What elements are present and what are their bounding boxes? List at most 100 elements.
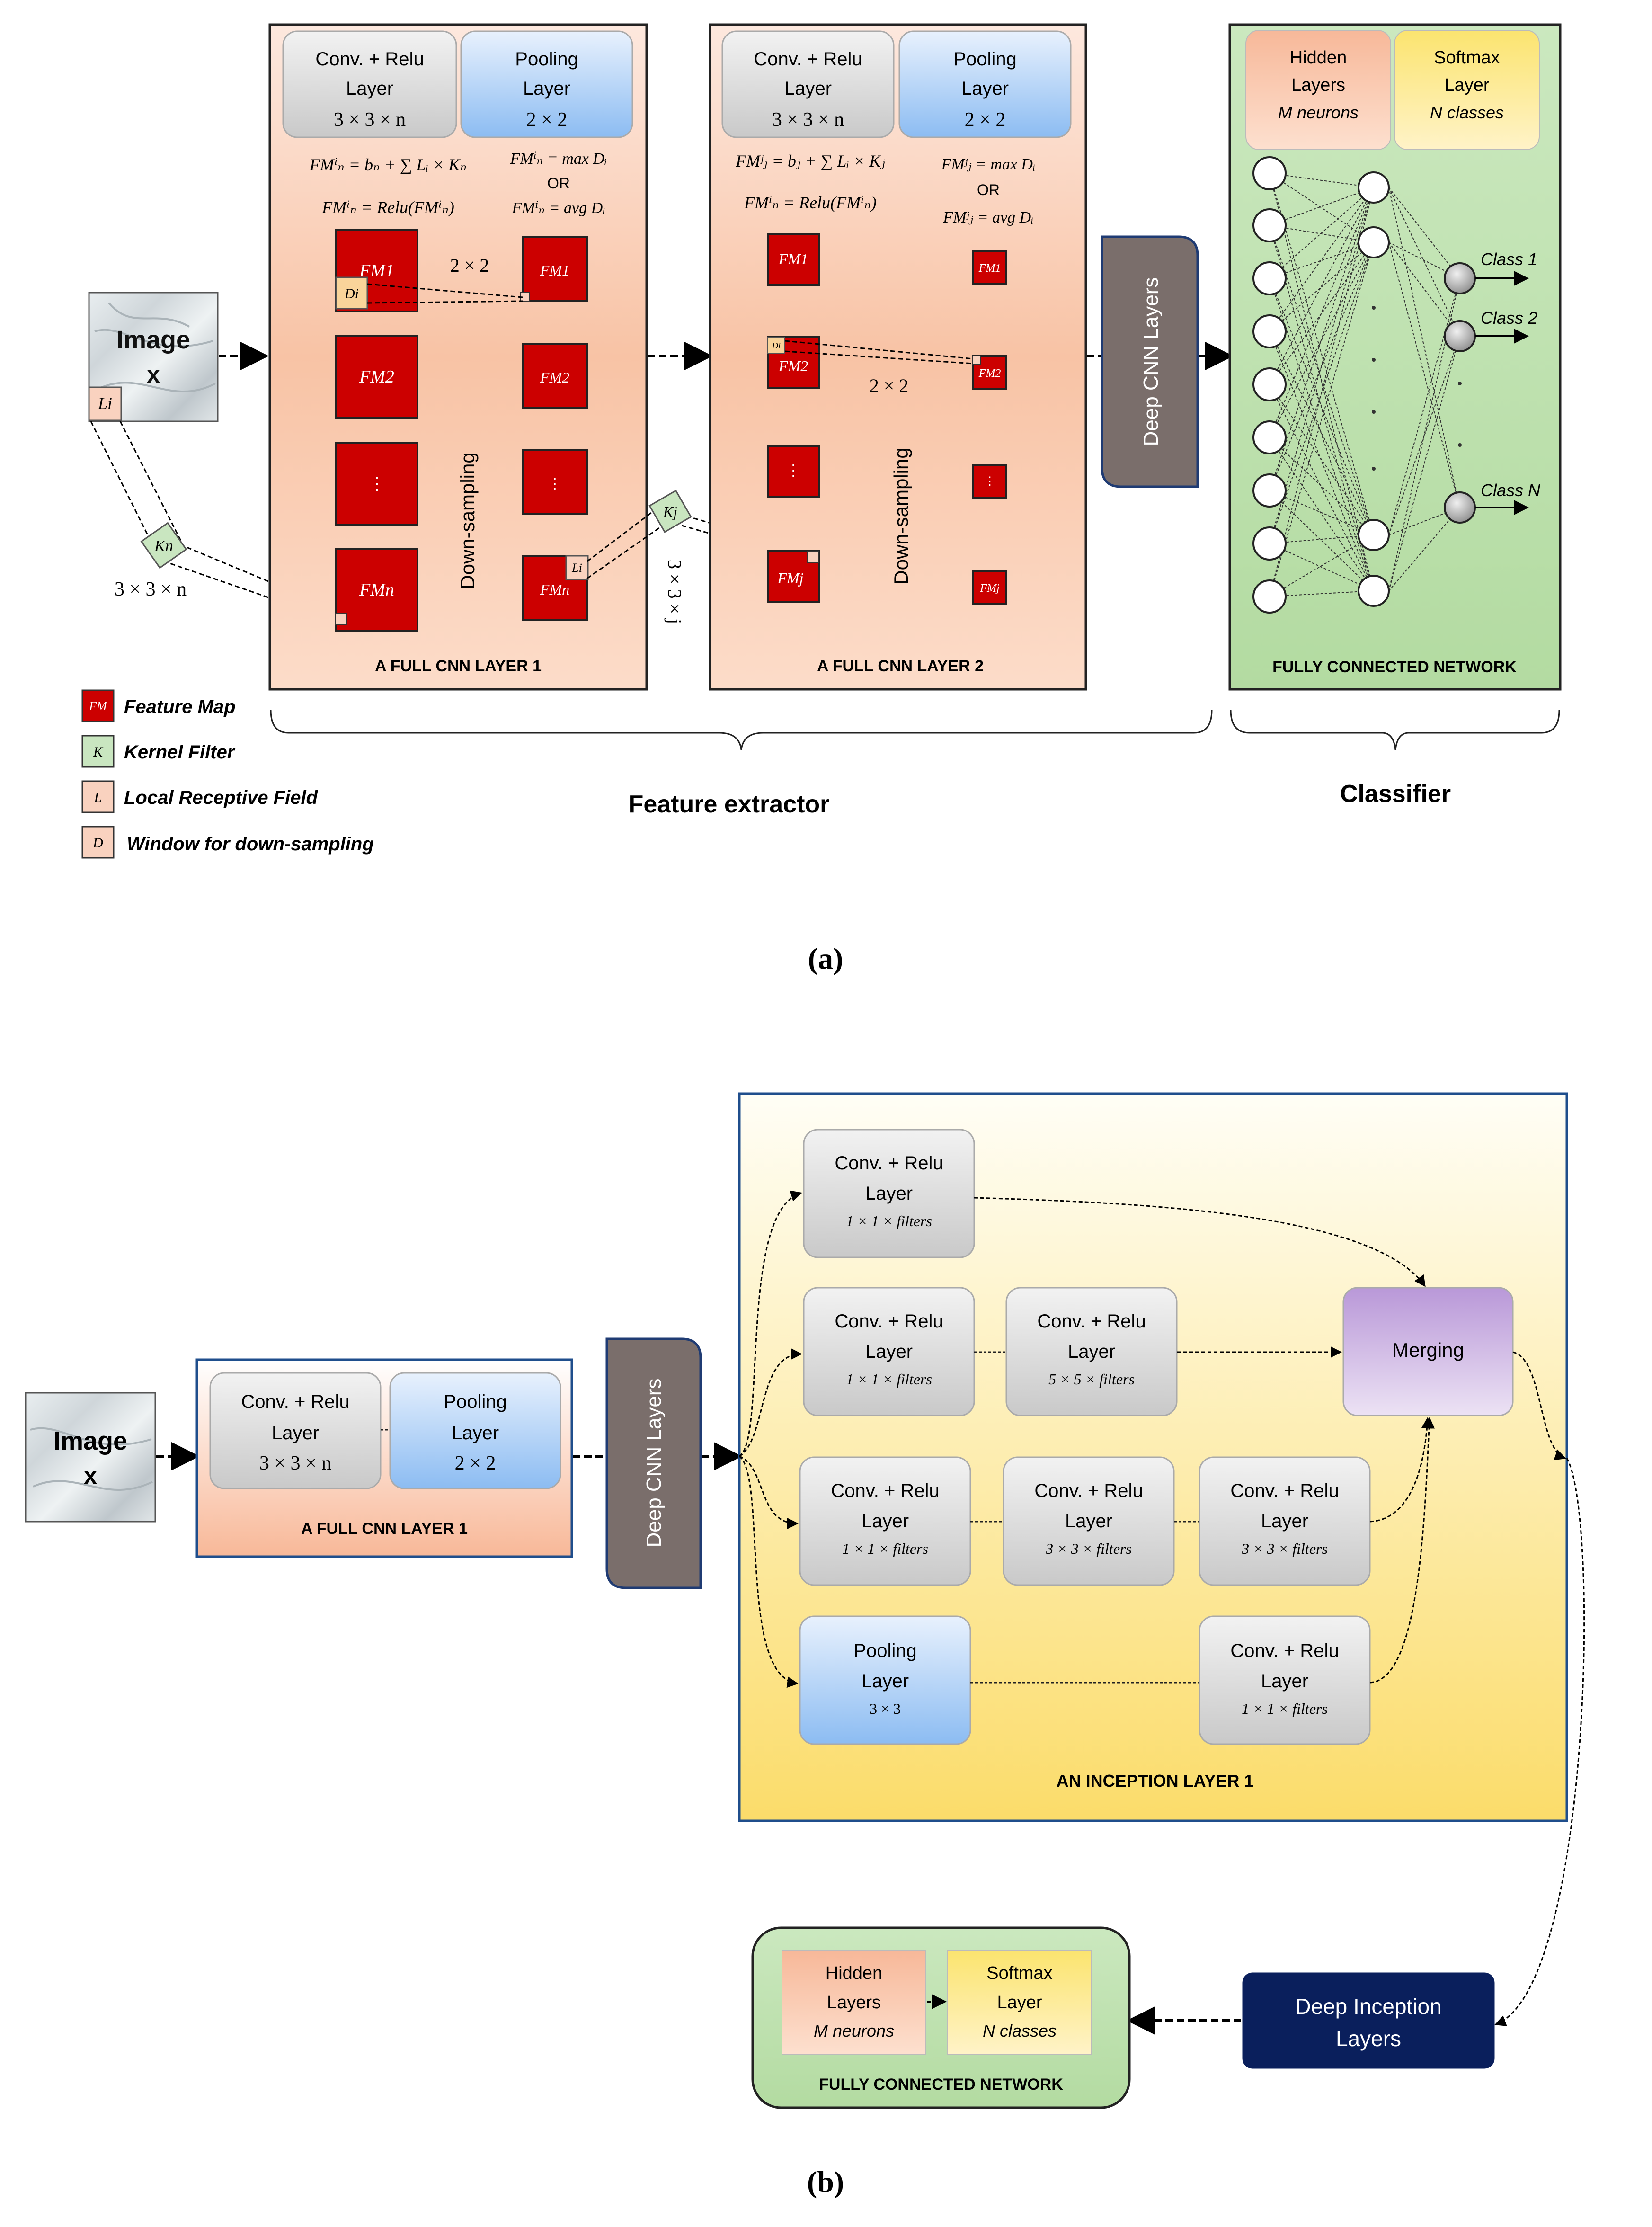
a-image-label-2: x xyxy=(147,361,160,388)
b-image-label-2: x xyxy=(84,1462,97,1489)
pooled-map xyxy=(522,236,588,302)
a-fc-hidden-box xyxy=(1245,30,1391,150)
b-inc-r1-conv-line1: Conv. + Relu xyxy=(835,1153,943,1174)
b-conv-size: 3 × 3 × n xyxy=(259,1452,331,1474)
b-image-label-1: Image xyxy=(53,1427,127,1455)
a-l2-pool-line2: Layer xyxy=(961,78,1009,99)
legend-swatch-d xyxy=(81,826,115,859)
a-l1-window-label: Di xyxy=(344,286,359,302)
legend-label: Window for down-sampling xyxy=(127,834,374,855)
feature-map-label: FM2 xyxy=(778,357,808,374)
pooled-map xyxy=(972,250,1007,285)
a-l1-window-di xyxy=(335,276,368,310)
a-l2-pool-line1: Pooling xyxy=(953,49,1016,70)
b-merging-box xyxy=(1342,1287,1514,1416)
feature-map-label: FMn xyxy=(359,580,394,600)
b-inc-r3-conv2-line2: Layer xyxy=(1065,1511,1112,1532)
a-l2-conv-line1: Conv. + Relu xyxy=(754,49,862,70)
b-conv-line2: Layer xyxy=(272,1423,319,1443)
a-fc-hidden-line1: Hidden xyxy=(1290,48,1347,68)
b-fc-softmax-line1: Softmax xyxy=(986,1963,1052,1983)
b-fc-softmax-box xyxy=(947,1950,1092,2055)
a-l2-conv-size: 3 × 3 × n xyxy=(772,109,844,131)
b-inc-r2-conv1-line2: Layer xyxy=(865,1341,913,1362)
b-inc-r3-conv3-line2: Layer xyxy=(1261,1511,1308,1532)
a-l1-eq-pool2: FMⁱₙ = avg Dᵢ xyxy=(511,199,605,217)
feature-map-label: FMj xyxy=(777,570,803,587)
legend-key: D xyxy=(92,835,103,851)
a-l2-eq-conv2: FMⁱₙ = Relu(FMⁱₙ) xyxy=(744,193,877,212)
a-fc-hidden-line3: M neurons xyxy=(1278,103,1359,122)
b-inc-r4-pool-line2: Layer xyxy=(862,1671,909,1692)
a-l2-downsampling: Down-sampling xyxy=(890,447,912,584)
a-l1-pool-line2: Layer xyxy=(523,78,570,99)
a-deep-cnn-box xyxy=(1101,235,1199,488)
pooled-map xyxy=(522,555,588,621)
feature-map xyxy=(335,335,418,419)
b-input-image: Image x xyxy=(25,1392,156,1523)
a-l2-title: A FULL CNN LAYER 2 xyxy=(817,657,984,675)
legend-swatch-k xyxy=(81,735,115,768)
a-l2-eq-pool1: FMʲⱼ = max Dᵢ xyxy=(941,156,1036,173)
b-conv-line1: Conv. + Relu xyxy=(241,1391,349,1412)
a-kernel-j-label: Kj xyxy=(663,503,677,520)
a-l1-conv-line1: Conv. + Relu xyxy=(315,49,424,70)
b-deep-inception-box xyxy=(1242,1972,1495,2069)
b-merging-label: Merging xyxy=(1392,1339,1464,1361)
b-pool-size: 2 × 2 xyxy=(455,1452,496,1474)
feature-map xyxy=(335,548,418,632)
b-cnn-title: A FULL CNN LAYER 1 xyxy=(301,1520,468,1538)
a-l2-feature-maps: FM1 FM2 Di ⋮ FMj xyxy=(767,233,820,603)
b-inc-r1-conv xyxy=(803,1129,975,1258)
feature-map-label: ⋮ xyxy=(786,462,801,479)
legend-label: Kernel Filter xyxy=(124,742,236,763)
b-inc-r2-conv2-line2: Layer xyxy=(1068,1341,1115,1362)
legend-key: K xyxy=(93,744,104,760)
pooled-map-label: ⋮ xyxy=(547,475,562,492)
b-inc-r2-conv1-size: 1 × 1 × filters xyxy=(846,1371,932,1388)
feature-map-label: FM1 xyxy=(778,250,808,267)
b-panel-label: (b) xyxy=(807,2165,844,2199)
b-deep-cnn-label: Deep CNN Layers xyxy=(642,1378,666,1547)
b-fc-title: FULLY CONNECTED NETWORK xyxy=(819,2076,1063,2093)
b-inc-r3-conv2-line1: Conv. + Relu xyxy=(1034,1480,1143,1501)
b-inception-branches xyxy=(739,1190,802,1688)
legend-key: FM xyxy=(89,699,107,713)
a-l1-eq-or: OR xyxy=(547,175,570,192)
pooled-map-label: FM2 xyxy=(978,367,1001,380)
pooled-map-label: FM1 xyxy=(540,262,569,279)
b-inc-r4-conv-line1: Conv. + Relu xyxy=(1230,1640,1339,1661)
b-inc-r4-conv-line2: Layer xyxy=(1261,1671,1308,1692)
pooled-map-label: ⋮ xyxy=(984,475,995,488)
b-inc-r4-pool xyxy=(799,1615,971,1745)
b-inc-r2-conv1-line1: Conv. + Relu xyxy=(835,1311,943,1332)
a-kernel-n-label: Kn xyxy=(154,537,173,555)
a-l2-conv-line2: Layer xyxy=(784,78,832,99)
b-inc-r4-conv xyxy=(1199,1615,1371,1745)
a-panel-label: (a) xyxy=(808,942,844,975)
feature-map xyxy=(767,445,820,498)
b-pool-line1: Pooling xyxy=(444,1391,506,1412)
a-l1-li-label: Li xyxy=(571,561,582,575)
a-fc-title: FULLY CONNECTED NETWORK xyxy=(1272,658,1517,676)
pooled-map-label: FM1 xyxy=(978,262,1001,275)
legend-key: L xyxy=(94,790,102,805)
a-fc-hidden-neurons xyxy=(1358,171,1390,607)
b-inc-r3-conv1-line2: Layer xyxy=(862,1511,909,1532)
a-l1-conv-line2: Layer xyxy=(346,78,393,99)
b-deep-cnn-box xyxy=(605,1337,702,1589)
pooled-map xyxy=(972,570,1007,605)
a-l1-pool-box xyxy=(460,30,633,138)
a-fc-input-neurons xyxy=(1252,156,1287,614)
b-inc-r2-conv2-line1: Conv. + Relu xyxy=(1037,1311,1146,1332)
a-l1-eq-conv1: FMⁱₙ = bₙ + ∑ Lᵢ × Kₙ xyxy=(309,155,467,174)
a-local-receptive-field xyxy=(88,386,122,421)
b-inc-r3-conv2-size: 3 × 3 × filters xyxy=(1045,1540,1132,1557)
a-l1-title: A FULL CNN LAYER 1 xyxy=(375,657,542,675)
a-l1-pooled-maps: FM1 FM2 ⋮ FMn Li xyxy=(520,236,589,621)
a-classifier-label: Classifier xyxy=(1340,780,1451,808)
b-inc-r3-conv3-size: 3 × 3 × filters xyxy=(1241,1540,1328,1557)
a-l1-conv-box xyxy=(282,30,457,138)
a-l2-eq-conv1: FMʲⱼ = bⱼ + ∑ Lᵢ × Kⱼ xyxy=(735,151,885,170)
a-kernel-j-size: 3 × 3 × j xyxy=(664,560,685,624)
